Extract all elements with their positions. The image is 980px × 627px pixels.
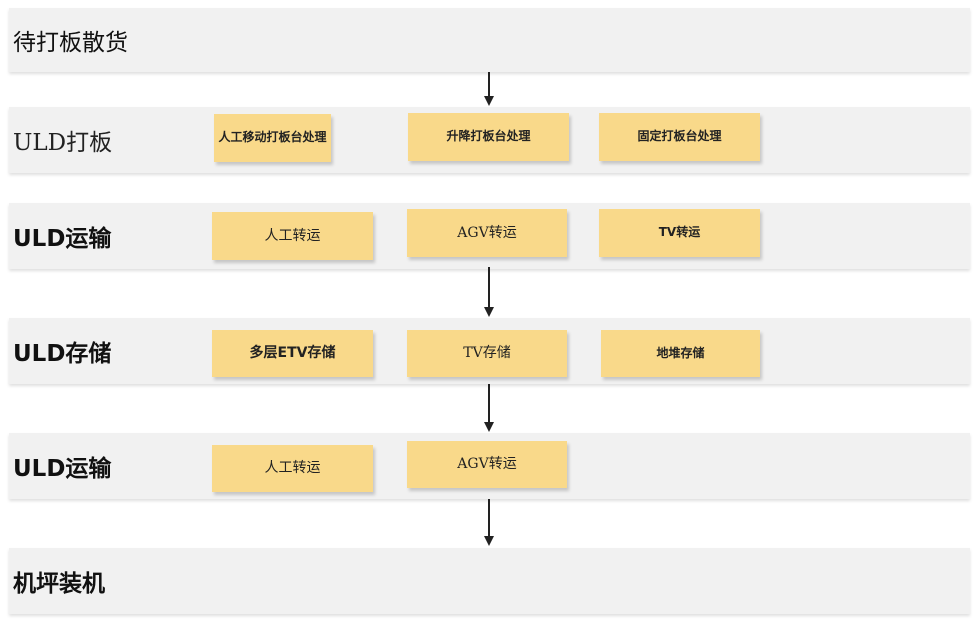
flow-arrow bbox=[484, 499, 494, 546]
card-manual-transfer: 人工转运 bbox=[212, 212, 373, 260]
card-manual-mobile-build-table: 人工移动打板台处理 bbox=[214, 114, 331, 162]
stage-label: ULD运输 bbox=[13, 226, 112, 252]
card-label: TV存储 bbox=[463, 345, 511, 362]
stage-band-apron-loading: 机坪装机 bbox=[9, 548, 970, 614]
card-multilevel-etv-storage: 多层ETV存储 bbox=[212, 330, 373, 377]
card-tv-storage: TV存储 bbox=[407, 330, 567, 377]
card-manual-transfer: 人工转运 bbox=[212, 445, 373, 492]
card-label: 固定打板台处理 bbox=[637, 129, 722, 144]
flow-arrow bbox=[484, 267, 494, 317]
card-label: TV转运 bbox=[658, 225, 701, 240]
card-floor-stack-storage: 地堆存储 bbox=[601, 330, 760, 377]
stage-label: 待打板散货 bbox=[13, 30, 128, 56]
flow-arrow bbox=[484, 384, 494, 432]
card-agv-transfer: AGV转运 bbox=[407, 441, 567, 488]
card-label: 人工移动打板台处理 bbox=[218, 130, 327, 145]
stage-label: ULD存储 bbox=[13, 341, 112, 367]
card-label: 人工转运 bbox=[264, 460, 321, 477]
card-label: 人工转运 bbox=[264, 227, 321, 244]
stage-band-loose-cargo: 待打板散货 bbox=[9, 8, 970, 72]
stage-label: ULD打板 bbox=[13, 130, 113, 156]
card-fixed-build-table: 固定打板台处理 bbox=[599, 113, 760, 161]
card-lift-build-table: 升降打板台处理 bbox=[408, 113, 569, 161]
flow-arrow bbox=[484, 72, 494, 106]
card-label: 多层ETV存储 bbox=[249, 345, 336, 362]
card-label: 升降打板台处理 bbox=[446, 129, 531, 144]
card-label: 地堆存储 bbox=[656, 345, 705, 360]
card-label: AGV转运 bbox=[457, 456, 517, 473]
card-tv-transfer: TV转运 bbox=[599, 209, 760, 257]
stage-label: 机坪装机 bbox=[13, 571, 105, 597]
stage-label: ULD运输 bbox=[13, 456, 112, 482]
card-label: AGV转运 bbox=[457, 224, 517, 241]
card-agv-transfer: AGV转运 bbox=[407, 209, 567, 257]
stage-band-uld-transport-1: ULD运输 bbox=[9, 203, 970, 269]
